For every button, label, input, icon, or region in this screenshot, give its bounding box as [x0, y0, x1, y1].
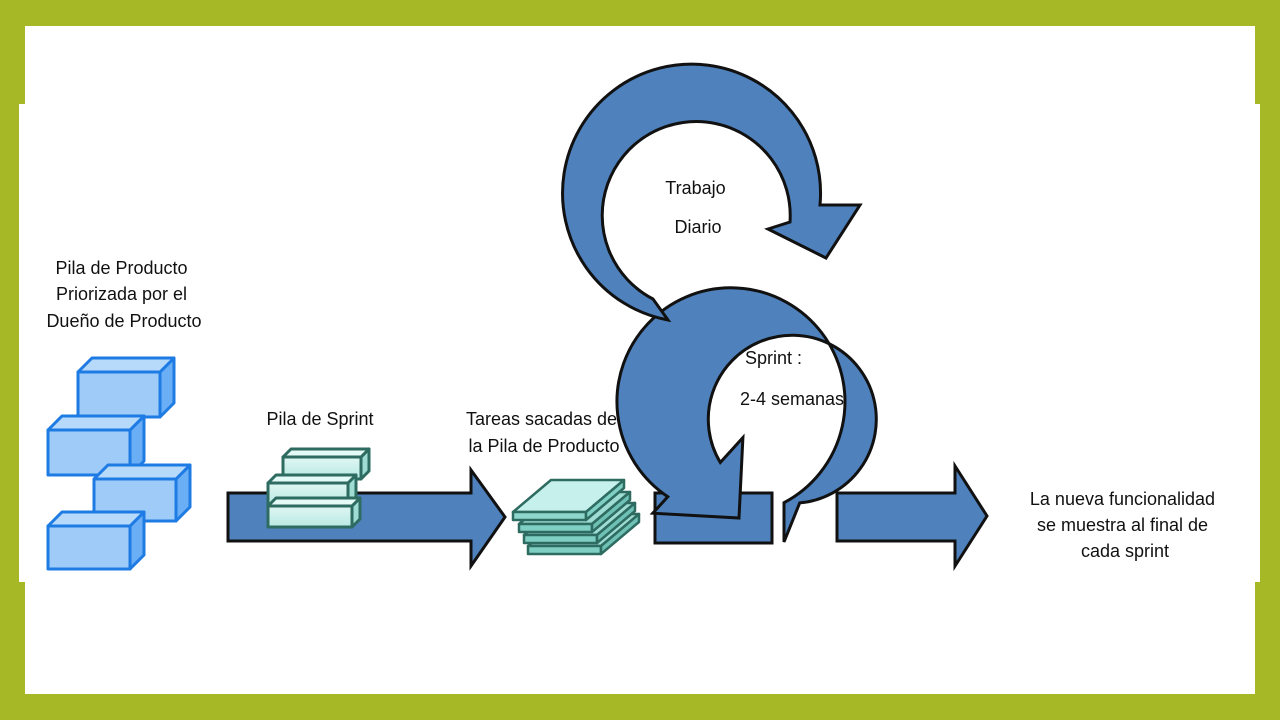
task-sheet [511, 478, 626, 522]
increment-label-line: cada sprint [1081, 541, 1169, 561]
sprint-backlog-blocks-icon [266, 447, 371, 529]
product-backlog-label-line: Pila de Producto [55, 258, 187, 278]
sprint-cycle-arrow-icon [615, 286, 878, 543]
tasks-label: Tareas sacadas de la Pila de Producto [466, 409, 622, 456]
increment-label-line: La nueva funcionalidad [1030, 489, 1215, 509]
task-stack-icon [511, 478, 641, 556]
panel-right-edge [1253, 104, 1260, 582]
daily-cycle-arrow-icon [561, 62, 863, 323]
product-backlog-blocks-icon [46, 356, 192, 571]
sprint-label-line: 2-4 semanas [740, 389, 844, 409]
sprint-label: Sprint : 2-4 semanas [740, 348, 844, 409]
increment-label: La nueva funcionalidad se muestra al fin… [1030, 489, 1220, 561]
sprint-backlog-label: Pila de Sprint [266, 409, 373, 429]
product-backlog-label-line: Priorizada por el [56, 284, 187, 304]
flow-arrow-to-increment [835, 460, 989, 572]
daily-work-label-line: Trabajo [665, 178, 725, 198]
product-backlog-label-line: Dueño de Producto [46, 311, 201, 331]
backlog-block [92, 463, 192, 523]
sprint-label-line: Sprint : [745, 348, 802, 368]
tasks-label-line: la Pila de Producto [468, 436, 619, 456]
sprint-block [266, 496, 362, 529]
increment-label-line: se muestra al final de [1037, 515, 1208, 535]
backlog-block [76, 356, 176, 419]
panel-left-edge [19, 104, 27, 582]
daily-work-label: Trabajo Diario [665, 178, 730, 237]
product-backlog-label: Pila de Producto Priorizada por el Dueño… [46, 258, 201, 331]
tasks-label-line: Tareas sacadas de [466, 409, 617, 429]
daily-work-label-line: Diario [674, 217, 721, 237]
backlog-block [46, 510, 146, 571]
